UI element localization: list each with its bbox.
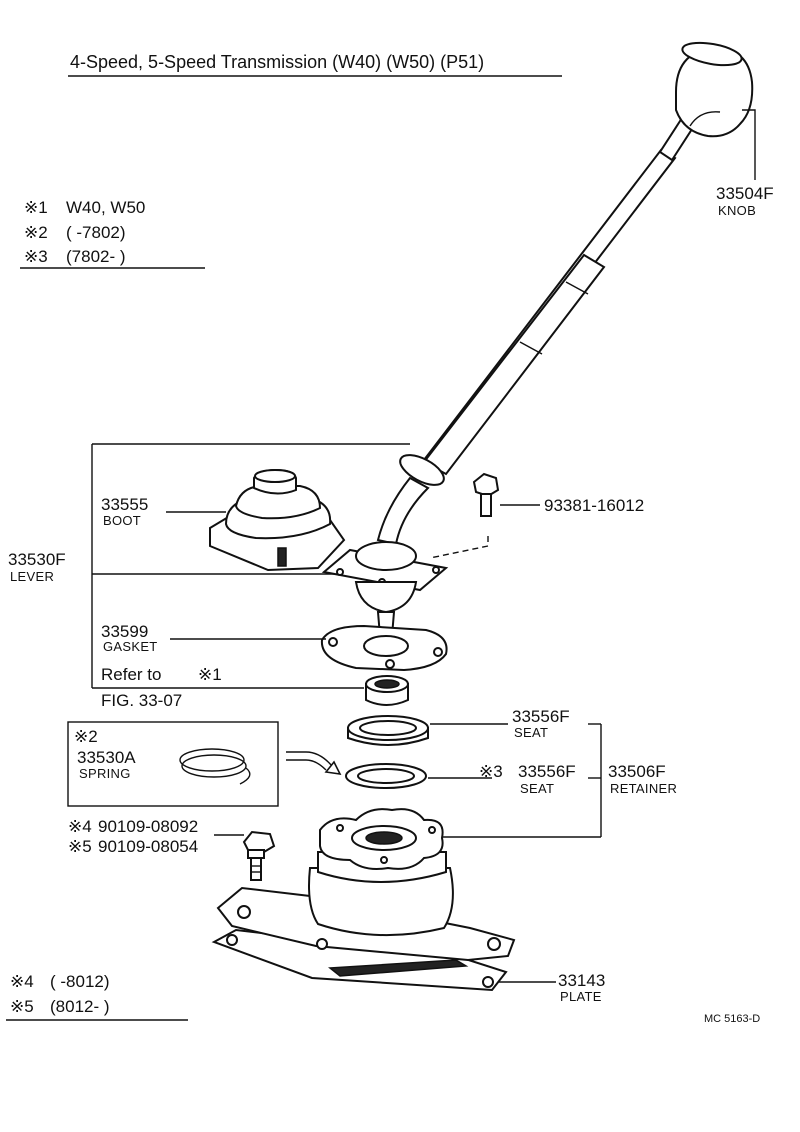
- bolt5-number: 90109-08054: [98, 837, 198, 856]
- boot-icon: [209, 468, 346, 572]
- plate-number: 33143: [558, 971, 605, 990]
- lever-number: 33530F: [8, 550, 66, 569]
- legend-bottom-mark-2: ※5: [10, 997, 34, 1016]
- bolt4-number: 90109-08092: [98, 817, 198, 836]
- legend-bottom-mark-1: ※4: [10, 972, 34, 991]
- lever-bend: [376, 476, 430, 546]
- lever-collar: [399, 454, 445, 486]
- knob-name: KNOB: [718, 203, 756, 218]
- seat-lower-icon: [345, 763, 427, 789]
- seat2-number: 33556F: [518, 762, 576, 781]
- legend-top-text-1: W40, W50: [66, 198, 145, 217]
- retainer-number: 33506F: [608, 762, 666, 781]
- shift-lever-shaft: [376, 116, 696, 546]
- seat-upper-icon: [347, 715, 429, 746]
- lever-grip-tube: [422, 253, 606, 476]
- spring-name: SPRING: [79, 766, 131, 781]
- boot-name: BOOT: [103, 513, 141, 528]
- legend-top-mark-3: ※3: [24, 247, 48, 266]
- seat1-name: SEAT: [514, 725, 548, 740]
- refer-mark: ※1: [198, 665, 222, 684]
- bushing-icon: [365, 675, 409, 706]
- bolt-icon: [472, 472, 500, 517]
- lever-tube-band: [565, 281, 589, 295]
- plate-icon: [211, 928, 508, 992]
- bolt-number: 93381-16012: [544, 496, 644, 515]
- legend-bottom: ※4 ( -8012) ※5 (8012- ): [6, 972, 188, 1021]
- boot-number: 33555: [101, 495, 148, 514]
- title-text: 4-Speed, 5-Speed Transmission (W40) (W50…: [70, 52, 484, 72]
- bolt4-mark: ※4: [68, 817, 92, 836]
- retainer-bracket: [443, 723, 602, 838]
- spring-mark: ※2: [74, 727, 98, 746]
- knob-number: 33504F: [716, 184, 774, 203]
- lever-tube-band-2: [519, 341, 543, 355]
- plate-name: PLATE: [560, 989, 602, 1004]
- legend-top-mark-1: ※1: [24, 198, 48, 217]
- seat2-name: SEAT: [520, 781, 554, 796]
- lever-assembly-bracket: [91, 443, 410, 689]
- leader-knob: [742, 109, 756, 180]
- legend-top: ※1 W40, W50 ※2 ( -7802) ※3 (7802- ): [20, 198, 205, 269]
- retainer-bolt-icon: [242, 830, 276, 881]
- retainer-housing-icon: [216, 808, 516, 962]
- lever-base-icon: [321, 541, 449, 637]
- diagram-title: 4-Speed, 5-Speed Transmission (W40) (W50…: [68, 52, 562, 77]
- lever-name: LEVER: [10, 569, 54, 584]
- gasket-icon: [320, 624, 448, 672]
- spring-icon: [179, 748, 251, 785]
- bolt-install-path: [429, 536, 489, 559]
- knob-icon: [675, 41, 754, 138]
- refer-line2: FIG. 33-07: [101, 691, 182, 710]
- retainer-name: RETAINER: [610, 781, 677, 796]
- legend-bottom-text-2: (8012- ): [50, 997, 110, 1016]
- legend-bottom-text-1: ( -8012): [50, 972, 110, 991]
- legend-top-text-3: (7802- ): [66, 247, 126, 266]
- gasket-name: GASKET: [103, 639, 158, 654]
- diagram-code: MC 5163-D: [704, 1013, 760, 1025]
- seat2-mark: ※3: [479, 762, 503, 781]
- legend-top-text-2: ( -7802): [66, 223, 126, 242]
- gasket-number: 33599: [101, 622, 148, 641]
- refer-line1: Refer to: [101, 665, 161, 684]
- bolt5-mark: ※5: [68, 837, 92, 856]
- spring-number: 33530A: [77, 748, 136, 767]
- spring-callout-box: ※2 33530A SPRING: [67, 721, 279, 807]
- arrow-spring-to-seat-icon: [286, 751, 342, 776]
- legend-top-mark-2: ※2: [24, 223, 48, 242]
- seat1-number: 33556F: [512, 707, 570, 726]
